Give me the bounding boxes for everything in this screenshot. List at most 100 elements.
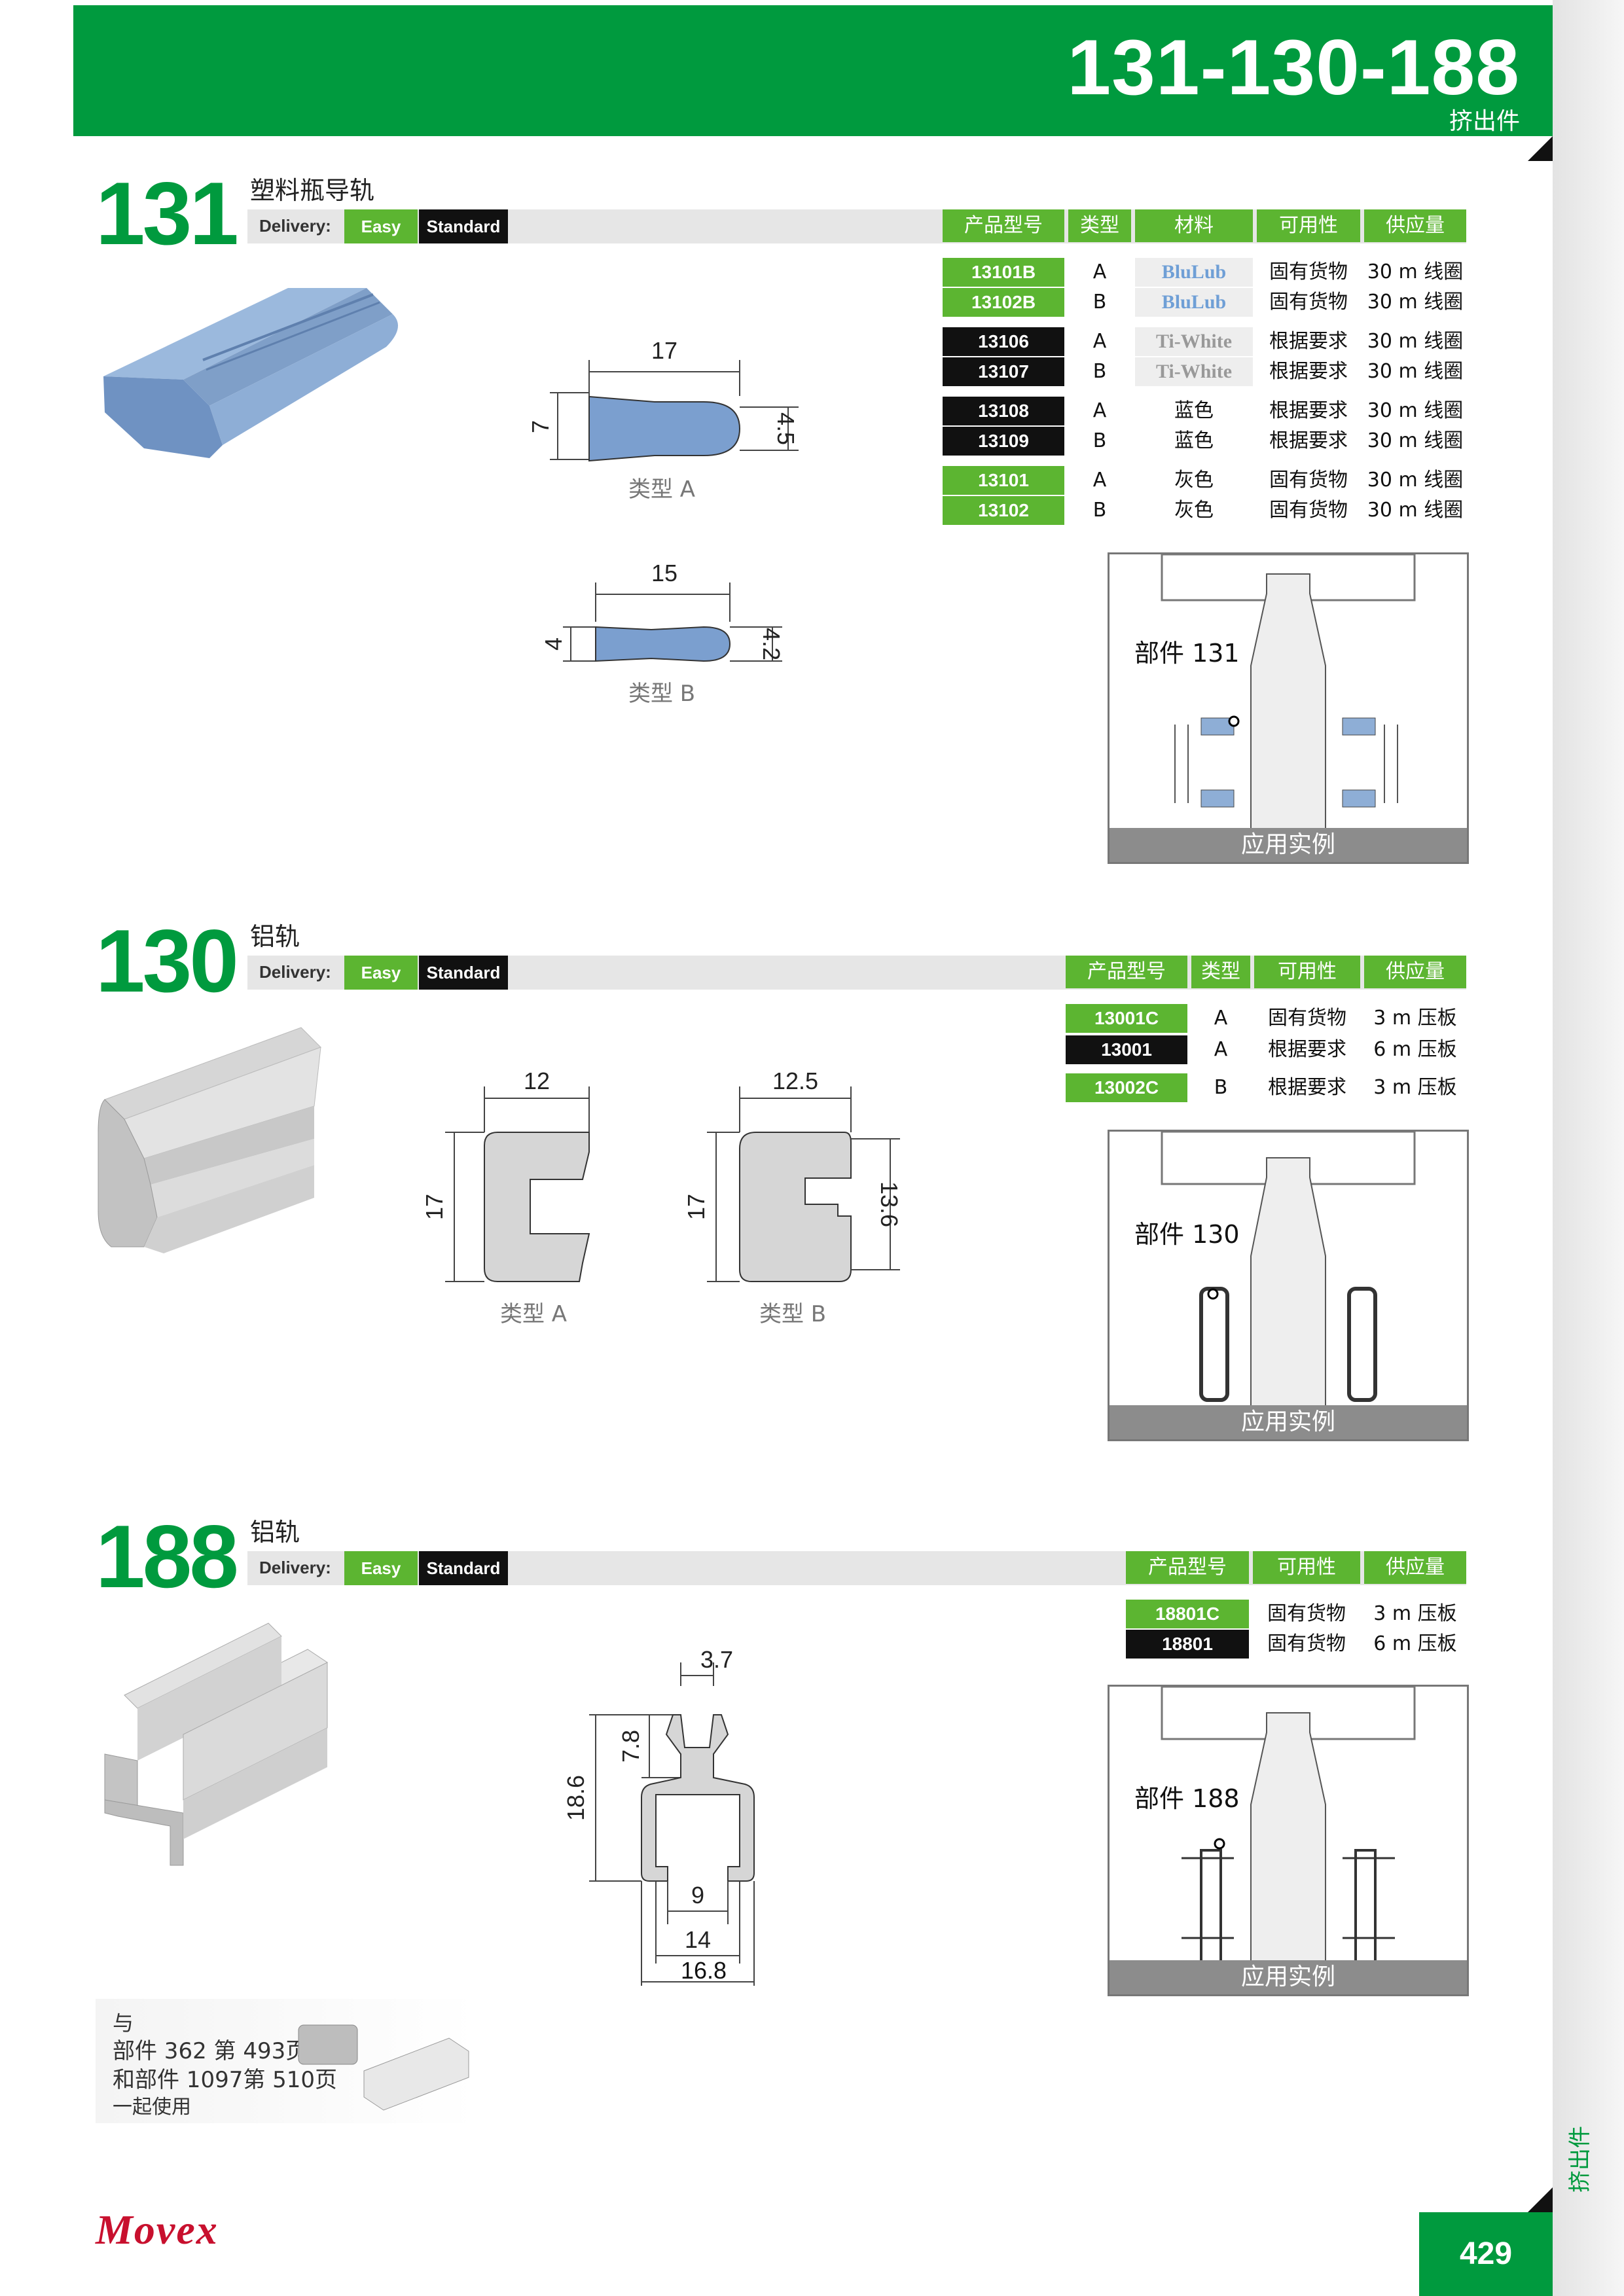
dim-130b-inner: 13.6 (876, 1181, 903, 1227)
type-cell: A (1214, 1007, 1228, 1030)
use-with-line-2: 部件 362 第 493页 (113, 2038, 308, 2064)
use-with-line-3: 和部件 1097第 510页 (113, 2067, 338, 2093)
easy-badge: Easy (344, 1551, 418, 1585)
product-131-image (103, 288, 398, 458)
dim-130a-height: 17 (421, 1194, 448, 1220)
product-188-image (104, 1623, 328, 1866)
th-131-material: 材料 (1135, 209, 1253, 242)
material-cell: BluLub (1135, 288, 1253, 317)
supply-cell: 30 m 线圈 (1367, 429, 1464, 452)
availability-cell: 固有货物 (1269, 291, 1348, 314)
profile-130-type-b-drawing: 12.5 17 13.6 (683, 1067, 903, 1282)
application-caption: 应用实例 (1110, 1405, 1467, 1439)
part-number: 13001 (1066, 1035, 1187, 1064)
side-strip (1553, 0, 1624, 2296)
dim-188-width: 16.8 (681, 1957, 727, 1984)
type-cell: A (1214, 1038, 1228, 1061)
application-example-188: 部件 188 应用实例 (1108, 1685, 1469, 1996)
type-b-label-130: 类型 B (759, 1301, 827, 1327)
supply-cell: 3 m 压板 (1373, 1007, 1457, 1030)
th-131-avail: 可用性 (1257, 209, 1360, 242)
th-131-pn: 产品型号 (943, 209, 1064, 242)
bottle-diagram-131 (1161, 553, 1416, 830)
material-cell: 蓝色 (1174, 399, 1214, 422)
dim-188-top: 3.7 (700, 1649, 733, 1673)
use-with-line-4: 一起使用 (113, 2096, 191, 2119)
type-cell: B (1092, 429, 1107, 452)
availability-cell: 固有货物 (1268, 1007, 1346, 1030)
availability-cell: 根据要求 (1269, 360, 1348, 383)
supply-cell: 30 m 线圈 (1367, 260, 1464, 283)
part-number: 13102 (943, 496, 1064, 525)
th-130-type: 类型 (1191, 956, 1250, 988)
page-header: 131-130-188 挤出件 (73, 5, 1553, 136)
section-130-title: 铝轨 (250, 922, 300, 951)
part-number: 13106 (943, 327, 1064, 356)
material-cell: Ti-White (1135, 327, 1253, 356)
type-cell: A (1092, 399, 1107, 422)
dim-131b-width: 15 (651, 563, 677, 586)
standard-badge: Standard (419, 209, 508, 243)
application-part-label: 部件 130 (1134, 1220, 1240, 1249)
use-with-panel: 与 部件 362 第 493页 和部件 1097第 510页 一起使用 (96, 1999, 475, 2123)
th-130-avail: 可用性 (1254, 956, 1360, 988)
supply-cell: 30 m 线圈 (1367, 469, 1464, 492)
application-example-130: 部件 130 应用实例 (1108, 1130, 1469, 1441)
th-130-pn: 产品型号 (1066, 956, 1187, 988)
section-131-number: 131 (96, 164, 239, 263)
bottle-diagram-188 (1161, 1685, 1416, 1963)
type-cell: A (1092, 260, 1107, 283)
part-number: 13101 (943, 466, 1064, 495)
supply-cell: 6 m 压板 (1373, 1038, 1457, 1061)
supply-cell: 30 m 线圈 (1367, 360, 1464, 383)
section-130-number: 130 (96, 911, 239, 1011)
availability-cell: 根据要求 (1268, 1076, 1346, 1099)
section-188-title: 铝轨 (250, 1518, 300, 1547)
dim-130b-width: 12.5 (772, 1067, 818, 1094)
standard-badge: Standard (419, 1551, 508, 1585)
page-number: 429 (1419, 2212, 1553, 2296)
supply-cell: 30 m 线圈 (1367, 291, 1464, 314)
dim-131a-width: 17 (651, 337, 677, 364)
application-example-131: 部件 131 应用实例 (1108, 552, 1469, 864)
part-number: 13108 (943, 397, 1064, 425)
application-part-label: 部件 131 (1134, 639, 1240, 668)
availability-cell: 根据要求 (1269, 429, 1348, 452)
supply-cell: 30 m 线圈 (1367, 499, 1464, 522)
type-cell: B (1092, 291, 1107, 314)
material-cell: Ti-White (1135, 357, 1253, 386)
availability-cell: 固有货物 (1267, 1602, 1346, 1625)
th-188-supply: 供应量 (1364, 1551, 1466, 1584)
part-number: 18801 (1126, 1630, 1249, 1659)
use-with-line-1: 与 (113, 2011, 134, 2036)
part-number: 13109 (943, 427, 1064, 456)
part-number: 13107 (943, 357, 1064, 386)
dim-188-gap: 9 (691, 1882, 704, 1909)
th-131-supply: 供应量 (1364, 209, 1466, 242)
availability-cell: 根据要求 (1268, 1038, 1346, 1061)
material-cell: 灰色 (1174, 469, 1214, 492)
easy-badge: Easy (344, 956, 418, 990)
page-code: 131-130-188 (1067, 24, 1520, 111)
type-b-label-131: 类型 B (628, 681, 696, 707)
dim-130a-width: 12 (524, 1067, 550, 1094)
part-number: 13001C (1066, 1004, 1187, 1033)
type-a-label-130: 类型 A (500, 1301, 568, 1327)
application-caption: 应用实例 (1110, 1960, 1467, 1994)
application-part-label: 部件 188 (1134, 1784, 1240, 1813)
dim-188-upper: 7.8 (617, 1730, 644, 1763)
standard-badge: Standard (419, 956, 508, 990)
accessory-parts-image (298, 2024, 469, 2111)
supply-cell: 30 m 线圈 (1367, 330, 1464, 353)
header-corner-mark (1528, 136, 1553, 161)
material-cell: 灰色 (1174, 499, 1214, 522)
dim-130b-height: 17 (683, 1194, 710, 1220)
profile-131-type-a-drawing: 17 7 4.5 (527, 337, 799, 462)
th-130-supply: 供应量 (1364, 956, 1466, 988)
type-cell: B (1214, 1076, 1228, 1099)
availability-cell: 根据要求 (1269, 399, 1348, 422)
availability-cell: 固有货物 (1267, 1632, 1346, 1655)
part-number: 18801C (1126, 1600, 1249, 1628)
supply-cell: 3 m 压板 (1373, 1602, 1457, 1625)
profile-130-type-a-drawing: 12 17 (421, 1067, 590, 1282)
